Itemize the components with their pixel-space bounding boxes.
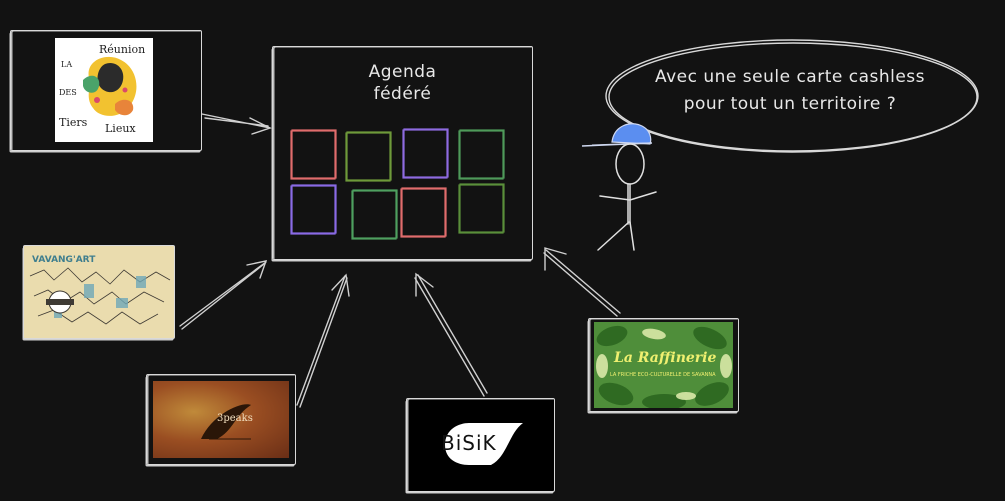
raffinerie-subtitle: LA FRICHE ECO-CULTURELLE DE SAVANNA [610, 372, 716, 378]
raffinerie-title: La Raffinerie [614, 350, 717, 366]
speech-bubble-text: Avec une seule carte cashless pour tout … [620, 64, 960, 118]
agenda-slot [351, 189, 398, 240]
arrow-raffinerie-to-agenda [543, 249, 621, 317]
bisik-drop-icon [445, 423, 523, 465]
logo-reunion: Réunion [99, 43, 146, 56]
logo-frame-reunion-tiers-lieux: LA Réunion DES Tiers Lieux [10, 30, 202, 151]
cap-icon [581, 123, 653, 147]
arrow-vavangart-to-agenda [179, 261, 267, 330]
vavangart-illustration [24, 246, 174, 338]
agenda-federe-box: Agenda fédéré [272, 46, 533, 260]
logo-frame-vavangart: VAVANG'ART [23, 245, 175, 339]
agenda-slot [458, 183, 505, 234]
body [627, 183, 631, 225]
agenda-slot [345, 131, 392, 182]
logo-frame-la-raffinerie: La Raffinerie LA FRICHE ECO-CULTURELLE D… [588, 318, 739, 412]
raffinerie-background: La Raffinerie LA FRICHE ECO-CULTURELLE D… [594, 322, 733, 408]
agenda-slot [290, 129, 337, 180]
3peaks-logo-icon [201, 404, 251, 440]
agenda-slot [402, 128, 449, 179]
logo-frame-bisik: BiSiK [406, 398, 555, 492]
raffinerie-leaves-icon [596, 325, 732, 408]
logo-reunion-tiers-lieux: LA Réunion DES Tiers Lieux [55, 38, 153, 142]
arrow-bisik-to-agenda [414, 274, 488, 397]
agenda-slot [400, 187, 447, 238]
logo-frame-3peaks: 3peaks [146, 374, 296, 465]
speech-line1: Avec une seule carte cashless [654, 67, 926, 87]
agenda-title-line1: Agenda [368, 62, 437, 82]
bisik-text: BiSiK [441, 431, 497, 455]
vavangart-title: VAVANG'ART [32, 255, 96, 265]
3peaks-text: 3peaks [217, 413, 253, 424]
legs [597, 221, 635, 251]
logo-tiers: Tiers [59, 116, 88, 129]
logo-la: LA [61, 60, 73, 69]
agenda-title-line2: fédéré [373, 84, 432, 104]
arms [599, 191, 657, 201]
arrow-reunion-to-agenda [201, 113, 271, 129]
logo-des: DES [59, 88, 77, 97]
head-icon [615, 143, 645, 185]
arrow-3peaks-to-agenda [296, 275, 348, 408]
agenda-title: Agenda fédéré [273, 61, 532, 105]
logo-lieux: Lieux [105, 122, 136, 135]
agenda-slot [458, 129, 505, 180]
agenda-slot [290, 184, 337, 235]
reunion-map-icon [83, 56, 137, 116]
speech-line2: pour tout un territoire ? [683, 94, 897, 114]
